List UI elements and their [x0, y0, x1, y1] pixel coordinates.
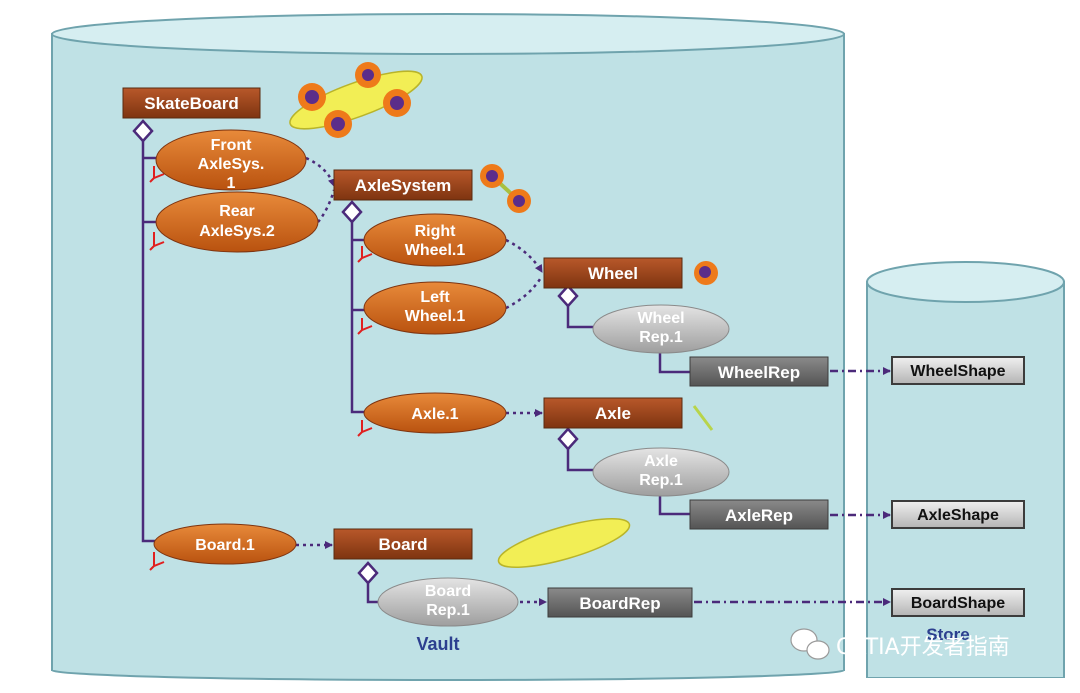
product-board: Board [333, 528, 473, 560]
skateboard-illustration [289, 62, 423, 138]
rep-instance-label: Rep.1 [426, 602, 470, 619]
watermark-text: CATIA开发者指南 [836, 635, 1010, 660]
board-illustration [497, 518, 631, 568]
instance-label: Axle.1 [411, 406, 458, 423]
shape-axleshape-label: AxleShape [917, 507, 999, 524]
product-axle-label: Axle [595, 404, 631, 423]
rep-instance-axle: Axle Rep.1 [592, 447, 730, 497]
instance-axle1: Axle.1 [363, 392, 507, 434]
instance-label: Wheel.1 [405, 242, 466, 259]
rep-instance-label: Wheel [637, 310, 684, 327]
instance-label: 1 [227, 175, 236, 192]
aggregation-diamonds [132, 119, 579, 585]
shape-wheelshape: WheelShape [891, 356, 1025, 385]
diamond-board [357, 561, 379, 585]
wheel-illustration [694, 261, 718, 285]
instance-board1: Board.1 [153, 523, 297, 565]
product-axlesystem-label: AxleSystem [355, 176, 451, 195]
rep-instance-board: Board Rep.1 [377, 577, 519, 627]
instance-label: Front [211, 137, 253, 154]
rep-wheelrep: WheelRep [689, 356, 829, 387]
product-wheel: Wheel [543, 257, 683, 289]
shape-boardshape: BoardShape [891, 588, 1025, 617]
rep-axlerep-label: AxleRep [725, 506, 793, 525]
shape-axleshape: AxleShape [891, 500, 1025, 529]
rep-wheelrep-label: WheelRep [718, 363, 800, 382]
product-axlesystem: AxleSystem [333, 169, 473, 201]
product-axle: Axle [543, 397, 683, 429]
rep-instance-label: Board [425, 583, 471, 600]
instance-label: Right [415, 223, 457, 240]
product-board-label: Board [378, 535, 427, 554]
product-skateboard: SkateBoard [122, 87, 261, 119]
diamond-axle [557, 427, 579, 451]
store-cylinder [866, 261, 1065, 678]
tree-connectors [141, 141, 690, 604]
rep-instance-wheel: Wheel Rep.1 [592, 304, 730, 354]
rep-instance-label: Rep.1 [639, 472, 683, 489]
vault-cylinder [51, 13, 845, 681]
shape-boardshape-label: BoardShape [911, 595, 1005, 612]
rep-boardrep-label: BoardRep [579, 594, 660, 613]
store-links [694, 367, 891, 606]
rep-axlerep: AxleRep [689, 499, 829, 530]
diamond-axlesystem [341, 200, 363, 224]
instance-front-axlesys: Front AxleSys. 1 [155, 129, 307, 192]
watermark: CATIA开发者指南 [790, 628, 1010, 660]
instance-label: AxleSys. [198, 156, 265, 173]
instance-label: Board.1 [195, 537, 255, 554]
instance-rear-axlesys: Rear AxleSys.2 [155, 191, 319, 253]
product-skateboard-label: SkateBoard [144, 94, 238, 113]
instance-markers [149, 166, 373, 571]
axle-illustration [692, 405, 714, 431]
rep-instance-label: Axle [644, 453, 678, 470]
shape-wheelshape-label: WheelShape [910, 363, 1005, 380]
store-label: Store [926, 625, 969, 644]
rep-boardrep: BoardRep [547, 587, 693, 618]
product-wheel-label: Wheel [588, 264, 638, 283]
instance-label: AxleSys.2 [199, 223, 275, 240]
diamond-wheel [557, 284, 579, 308]
wechat-icon [790, 628, 830, 660]
axlesystem-illustration [480, 164, 531, 213]
instance-label: Rear [219, 203, 255, 220]
instance-label: Left [420, 289, 450, 306]
instance-links [296, 156, 547, 606]
rep-instance-label: Rep.1 [639, 329, 683, 346]
instance-right-wheel: Right Wheel.1 [363, 213, 507, 267]
vault-label: Vault [416, 634, 459, 654]
instance-label: Wheel.1 [405, 308, 466, 325]
instance-left-wheel: Left Wheel.1 [363, 281, 507, 335]
diamond-skateboard [132, 119, 154, 143]
